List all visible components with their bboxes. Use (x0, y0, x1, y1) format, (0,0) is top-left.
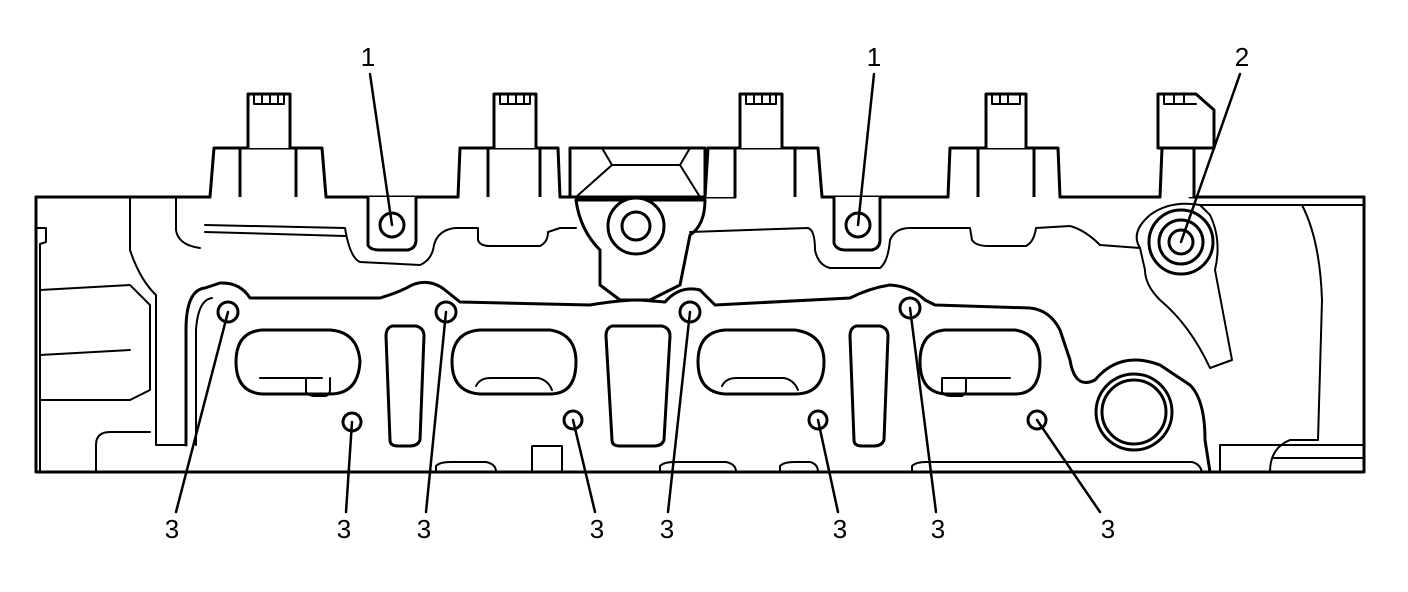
callout-1-left: 1 (361, 42, 375, 72)
callout-3-c: 3 (417, 514, 431, 544)
callout-3-d: 3 (590, 514, 604, 544)
ports (234, 328, 1042, 397)
leader-3h (1035, 418, 1102, 514)
leader-3a (174, 310, 230, 514)
upper-gallery (204, 224, 1141, 269)
leader-3d (571, 418, 597, 514)
leader-1a (368, 72, 394, 227)
bottom-slots (435, 445, 1203, 473)
gasket-surface (184, 280, 1212, 474)
callout-3-e: 3 (660, 514, 674, 544)
callout-3-a: 3 (165, 514, 179, 544)
leader-lines (174, 72, 1242, 514)
callout-1-right: 1 (867, 42, 881, 72)
round-port-assembly (1135, 202, 1233, 369)
leader-3e (666, 310, 692, 514)
callout-3-b: 3 (337, 514, 351, 544)
bolt-bosses (208, 92, 1216, 198)
gasket-bolt-holes (216, 296, 1048, 433)
callout-3-g: 3 (931, 514, 945, 544)
cylinder-head-body (34, 195, 1366, 474)
callout-labels: 1 1 2 3 3 3 3 3 3 3 3 (165, 42, 1249, 544)
large-coolant-port (1094, 372, 1174, 452)
coolant-passages (384, 324, 890, 448)
leader-3b (344, 420, 354, 514)
leader-1b (856, 72, 876, 227)
center-journal (568, 146, 707, 302)
leader-3f (816, 418, 840, 514)
leader-3g (908, 306, 938, 514)
callout-3-h: 3 (1101, 514, 1115, 544)
callout-3-f: 3 (833, 514, 847, 544)
leader-2 (1179, 72, 1242, 244)
leader-3c (424, 310, 448, 514)
callout-2: 2 (1235, 42, 1249, 72)
